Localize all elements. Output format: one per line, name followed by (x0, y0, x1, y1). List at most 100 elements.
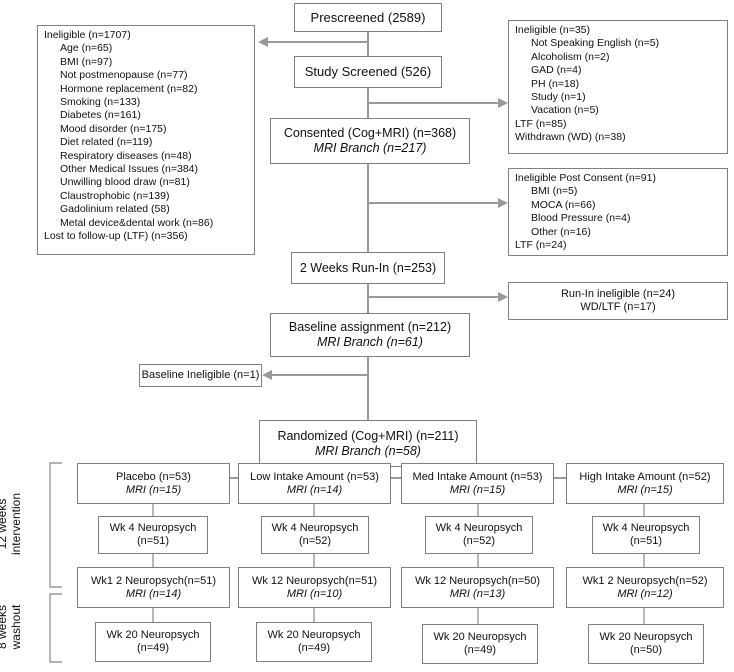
ineligible-right-item: Vacation (n=5) (531, 104, 599, 117)
arm-mri: MRI (n=15) (449, 483, 506, 496)
arm-med-box: Med Intake Amount (n=53) MRI (n=15) (401, 463, 554, 504)
ineligible-left-item: BMI (n=97) (60, 55, 113, 68)
baseline-ineligible-text: Baseline Ineligible (n=1) (141, 369, 260, 382)
arm-low-wk4-box: Wk 4 Neuropsych (n=52) (261, 516, 369, 554)
arm-med-wk20-box: Wk 20 Neuropsych (n=49) (422, 624, 538, 664)
arm-med-wk12-box: Wk 12 Neuropsych(n=50) MRI (n=13) (401, 567, 554, 608)
wk4-label: Wk 4 Neuropsych (435, 522, 523, 535)
arrowhead-right-3 (498, 292, 508, 302)
post-consent-item: Other (n=16) (531, 225, 591, 238)
arm-high-wk4-box: Wk 4 Neuropsych (n=51) (592, 516, 700, 554)
run-in-box: 2 Weeks Run-In (n=253) (291, 252, 445, 284)
arm-high-wk12-box: Wk1 2 Neuropsych(n=52) MRI (n=12) (566, 567, 724, 608)
run-in-ineligible-text: Run-In ineligible (n=24) (560, 288, 676, 301)
bracket-intervention (49, 462, 62, 588)
ineligible-left-item: Respiratory diseases (n=48) (60, 149, 192, 162)
arm-name: Placebo (n=53) (116, 470, 191, 483)
post-consent-title: Ineligible Post Consent (n=91) (515, 172, 656, 184)
intervention-label-line: 12 weeks (0, 498, 9, 550)
post-consent-footer: LTF (n=24) (515, 239, 567, 252)
wk12-mri: MRI (n=14) (125, 587, 182, 600)
bracket-washout (49, 593, 62, 663)
washout-label: 8 weeks washout (0, 597, 25, 657)
wk20-n: (n=49) (463, 644, 497, 656)
arm-mri: MRI (n=14) (286, 483, 343, 496)
ineligible-right-item: Alcoholism (n=2) (531, 50, 610, 63)
arm-low-box: Low Intake Amount (n=53) MRI (n=14) (238, 463, 391, 504)
ineligible-right-item: GAD (n=4) (531, 64, 582, 77)
ineligible-left-title: Ineligible (n=1707) (44, 29, 131, 41)
prescreened-text: Prescreened (2589) (310, 9, 426, 25)
wk4-n: (n=52) (462, 535, 496, 547)
wk12-mri: MRI (n=10) (286, 587, 343, 600)
ineligible-right-box: Ineligible (n=35) Not Speaking English (… (508, 20, 728, 154)
arrowhead-right-2 (498, 198, 508, 208)
ineligible-right-title: Ineligible (n=35) (515, 24, 591, 36)
ineligible-right-footer: Withdrawn (WD) (n=38) (515, 131, 626, 144)
wk4-n: (n=51) (136, 535, 170, 547)
ineligible-left-item: Claustrophobic (n=139) (60, 189, 170, 202)
wk12-label: Wk 12 Neuropsych(n=50) (414, 574, 541, 587)
wk12-mri: MRI (n=13) (449, 587, 506, 600)
arm-low-wk12-box: Wk 12 Neuropsych(n=51) MRI (n=10) (238, 567, 391, 608)
wk4-label: Wk 4 Neuropsych (602, 522, 690, 535)
ineligible-left-item: Diet related (n=119) (60, 136, 153, 149)
ineligible-left-item: Gadolinium related (58) (60, 203, 170, 216)
run-in-wd-text: WD/LTF (n=17) (580, 301, 656, 313)
ineligible-left-item: Metal device&dental work (n=86) (60, 216, 214, 229)
arm-name: Med Intake Amount (n=53) (412, 470, 543, 483)
wk12-label: Wk 12 Neuropsych(n=51) (251, 574, 378, 587)
consented-box: Consented (Cog+MRI) (n=368) MRI Branch (… (270, 118, 470, 164)
wk20-label: Wk 20 Neuropsych (599, 631, 693, 644)
arm-name: High Intake Amount (n=52) (579, 470, 711, 483)
consented-text: Consented (Cog+MRI) (n=368) (283, 126, 457, 141)
ineligible-left-item: Diabetes (n=161) (60, 109, 141, 122)
arm-placebo-wk12-box: Wk1 2 Neuropsych(n=51) MRI (n=14) (77, 567, 230, 608)
post-consent-box: Ineligible Post Consent (n=91) BMI (n=5)… (508, 168, 728, 256)
ineligible-left-item: Hormone replacement (n=82) (60, 82, 198, 95)
baseline-box: Baseline assignment (n=212) MRI Branch (… (270, 313, 470, 357)
wk20-label: Wk 20 Neuropsych (267, 629, 361, 642)
arm-placebo-wk4-box: Wk 4 Neuropsych (n=51) (98, 516, 208, 554)
wk4-n: (n=52) (298, 535, 332, 547)
wk20-n: (n=50) (629, 644, 663, 656)
post-consent-item: BMI (n=5) (531, 185, 578, 198)
baseline-mri-text: MRI Branch (n=61) (317, 335, 423, 349)
wk12-mri: MRI (n=12) (617, 587, 673, 600)
wk12-label: Wk1 2 Neuropsych(n=52) (582, 574, 708, 587)
intervention-label: 12 weeks intervention (0, 484, 25, 564)
post-consent-item: MOCA (n=66) (531, 198, 596, 211)
ineligible-left-box: Ineligible (n=1707) Age (n=65) BMI (n=97… (37, 25, 255, 255)
arrowhead-right-1 (498, 98, 508, 108)
ineligible-right-item: Study (n=1) (531, 91, 586, 104)
ineligible-right-item: PH (n=18) (531, 77, 580, 90)
consented-mri-text: MRI Branch (n=217) (313, 141, 427, 155)
washout-label-line: 8 weeks (0, 604, 9, 649)
ineligible-left-footer: Lost to follow-up (LTF) (n=356) (44, 230, 188, 243)
ineligible-right-footer: LTF (n=85) (515, 117, 567, 130)
run-in-text: 2 Weeks Run-In (n=253) (299, 260, 437, 275)
arm-name: Low Intake Amount (n=53) (250, 470, 379, 483)
ineligible-right-item: Not Speaking English (n=5) (531, 37, 660, 50)
washout-label-line: washout (9, 604, 23, 650)
wk20-n: (n=49) (136, 642, 170, 654)
randomized-mri-text: MRI Branch (n=58) (315, 443, 421, 458)
run-in-ineligible-box: Run-In ineligible (n=24) WD/LTF (n=17) (508, 282, 728, 320)
wk4-n: (n=51) (629, 535, 663, 547)
wk4-label: Wk 4 Neuropsych (109, 522, 197, 535)
arrowhead-left-1 (258, 37, 268, 47)
ineligible-left-item: Smoking (n=133) (60, 96, 141, 109)
arrowhead-left-2 (262, 370, 272, 380)
wk20-label: Wk 20 Neuropsych (433, 631, 527, 644)
wk12-label: Wk1 2 Neuropsych(n=51) (90, 574, 217, 587)
wk20-n: (n=49) (297, 642, 331, 654)
intervention-label-line: intervention (9, 492, 23, 556)
study-screened-text: Study Screened (526) (304, 64, 432, 80)
ineligible-left-item: Other Medical Issues (n=384) (60, 163, 199, 176)
wk20-label: Wk 20 Neuropsych (106, 629, 200, 642)
ineligible-left-item: Age (n=65) (60, 42, 113, 55)
randomized-box: Randomized (Cog+MRI) (n=211) MRI Branch … (259, 420, 477, 467)
ineligible-left-item: Mood disorder (n=175) (60, 122, 167, 135)
arm-low-wk20-box: Wk 20 Neuropsych (n=49) (256, 622, 372, 662)
